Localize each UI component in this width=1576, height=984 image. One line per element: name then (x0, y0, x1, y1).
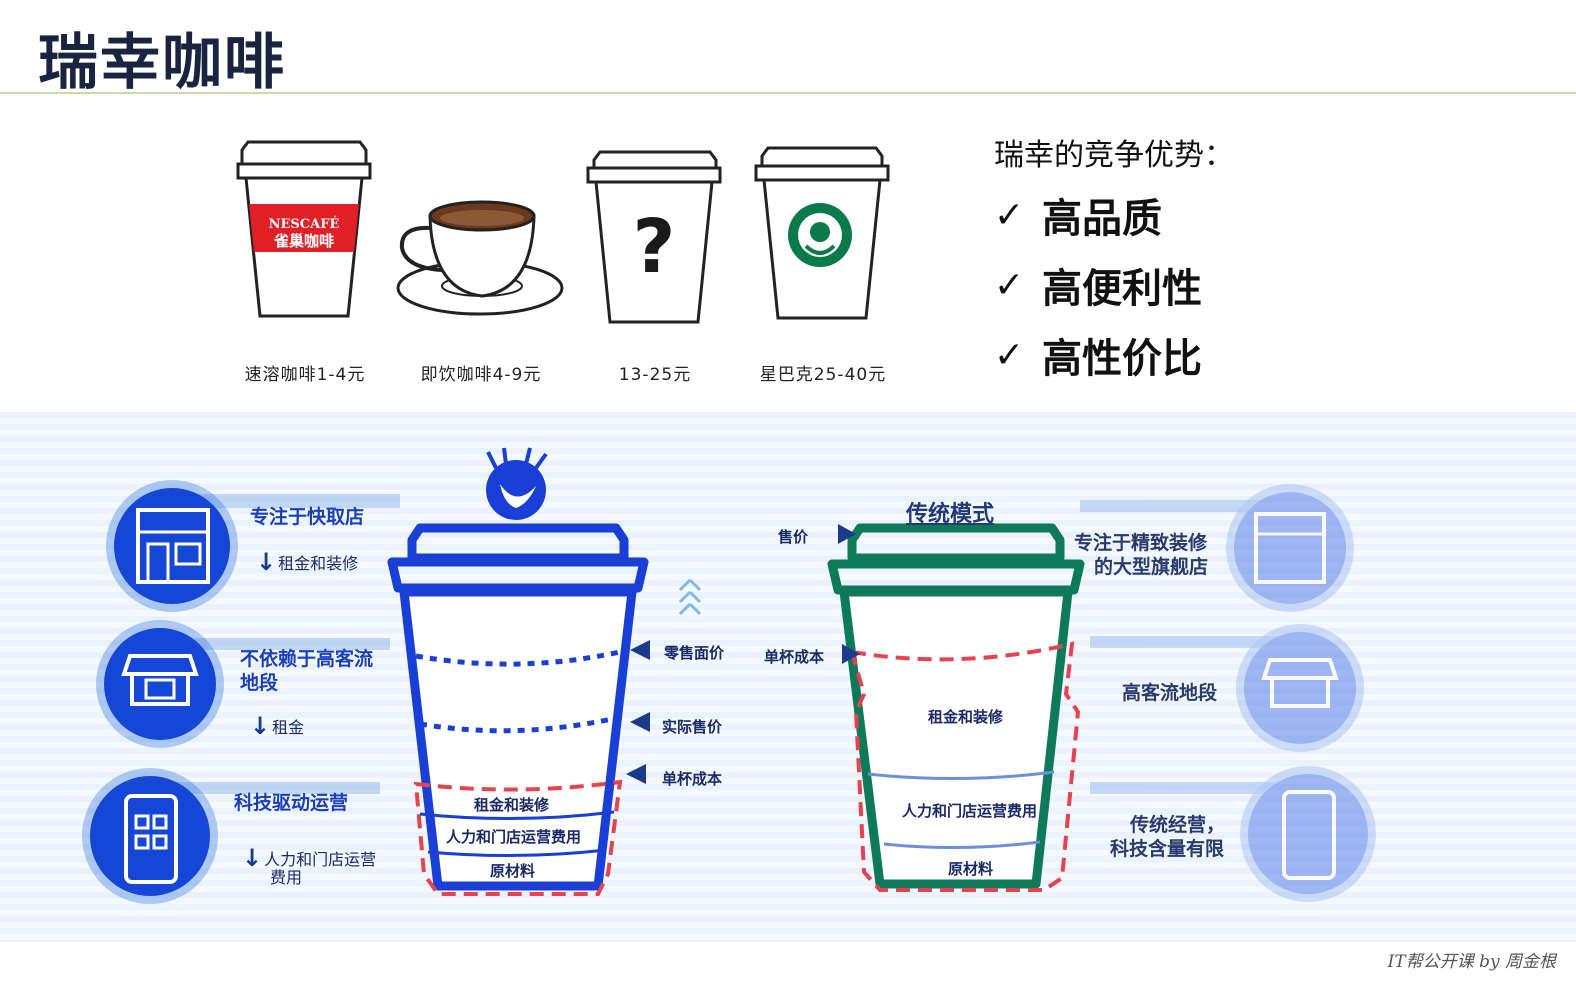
check-icon: ✓ (994, 194, 1025, 236)
arrow-down-icon: ↓ (250, 712, 271, 740)
check-icon: ✓ (994, 264, 1025, 306)
luckin-layer-rent: 租金和装修 (474, 796, 550, 814)
luckin-price-markers (626, 578, 702, 784)
business-model-comparison: 专注于快取店 ↓租金和装修 不依赖于高客流 地段 ↓租金 科技驱动运营 ↓人力和… (0, 412, 1576, 942)
traditional-price-markers (838, 524, 860, 664)
svg-text:雀巢咖啡: 雀巢咖啡 (273, 232, 334, 250)
trad-feature-title-line2: 的大型旗舰店 (1094, 556, 1209, 578)
cups-illustration: NESCAFÉ 雀巢咖啡 ? (236, 140, 890, 324)
advantage-item: ✓ 高便利性 (994, 264, 1202, 313)
luckin-feature-title: 专注于快取店 (250, 506, 365, 528)
cup-label-ready-to-drink: 即饮咖啡4-9元 (420, 365, 542, 385)
trad-feature-title-line2: 科技含量有限 (1110, 838, 1225, 860)
check-icon: ✓ (994, 334, 1025, 376)
luckin-feature-title-line2: 地段 (240, 672, 279, 694)
luckin-feature-title: 不依赖于高客流 (240, 648, 374, 670)
shop-icon (1090, 624, 1364, 752)
cup-label-instant: 速溶咖啡1-4元 (244, 365, 366, 385)
marker-actual-price: 实际售价 (662, 718, 723, 736)
shop-icon (96, 620, 390, 748)
svg-text:?: ? (633, 204, 676, 290)
trad-marker-unit-cost: 单杯成本 (764, 648, 825, 666)
traditional-title: 传统模式 (906, 502, 995, 527)
arrow-down-icon: ↓ (256, 548, 277, 576)
storefront-icon (1080, 484, 1354, 612)
unknown-cup-icon: ? (586, 150, 722, 324)
page-title: 瑞幸咖啡 (38, 28, 286, 98)
comparison-graphics (82, 447, 1376, 904)
coffee-mug-icon (396, 200, 564, 316)
starbucks-cup-icon (754, 146, 890, 320)
trad-feature-title: 专注于精致装修 (1074, 532, 1208, 554)
phone-app-icon (82, 768, 380, 904)
advantage-item: ✓ 高品质 (994, 194, 1162, 243)
cup-label-starbucks: 星巴克25-40元 (759, 365, 887, 385)
luckin-logo-icon (486, 447, 548, 520)
svg-text:NESCAFÉ: NESCAFÉ (269, 216, 340, 232)
trad-marker-price: 售价 (778, 528, 809, 546)
luckin-feature-cost: ↓租金和装修 (256, 548, 359, 576)
trad-layer-labor: 人力和门店运营费用 (902, 802, 1038, 820)
luckin-feature-cost: ↓人力和门店运营 (242, 844, 377, 872)
nescafe-cup-icon: NESCAFÉ 雀巢咖啡 (236, 140, 372, 318)
title-divider (0, 92, 1576, 94)
traditional-cost-cup (827, 523, 1085, 892)
arrow-down-icon: ↓ (242, 844, 263, 872)
advantages-title: 瑞幸的竞争优势： (994, 138, 1234, 173)
trad-feature-title: 高客流地段 (1122, 682, 1218, 704)
marker-list-price: 零售面价 (664, 644, 725, 662)
marker-unit-cost: 单杯成本 (662, 770, 723, 788)
luckin-feature-cost-line2: 费用 (270, 868, 303, 887)
phone-app-icon (1090, 766, 1376, 902)
trad-layer-materials: 原材料 (948, 860, 994, 878)
cup-label-mid: 13-25元 (618, 365, 692, 385)
footer-credit: IT帮公开课 by 周金根 (1387, 952, 1556, 972)
trad-feature-title: 传统经营， (1130, 814, 1226, 836)
luckin-feature-title: 科技驱动运营 (234, 792, 349, 814)
luckin-feature-cost: ↓租金 (250, 712, 305, 740)
luckin-layer-materials: 原材料 (490, 862, 536, 880)
trad-layer-rent: 租金和装修 (928, 708, 1004, 726)
luckin-cost-cup (387, 523, 649, 896)
luckin-layer-labor: 人力和门店运营费用 (446, 828, 582, 846)
price-tier-cups: NESCAFÉ 雀巢咖啡 ? 速溶咖啡1- (220, 120, 920, 400)
storefront-icon (106, 480, 400, 612)
advantage-item: ✓ 高性价比 (994, 334, 1202, 383)
